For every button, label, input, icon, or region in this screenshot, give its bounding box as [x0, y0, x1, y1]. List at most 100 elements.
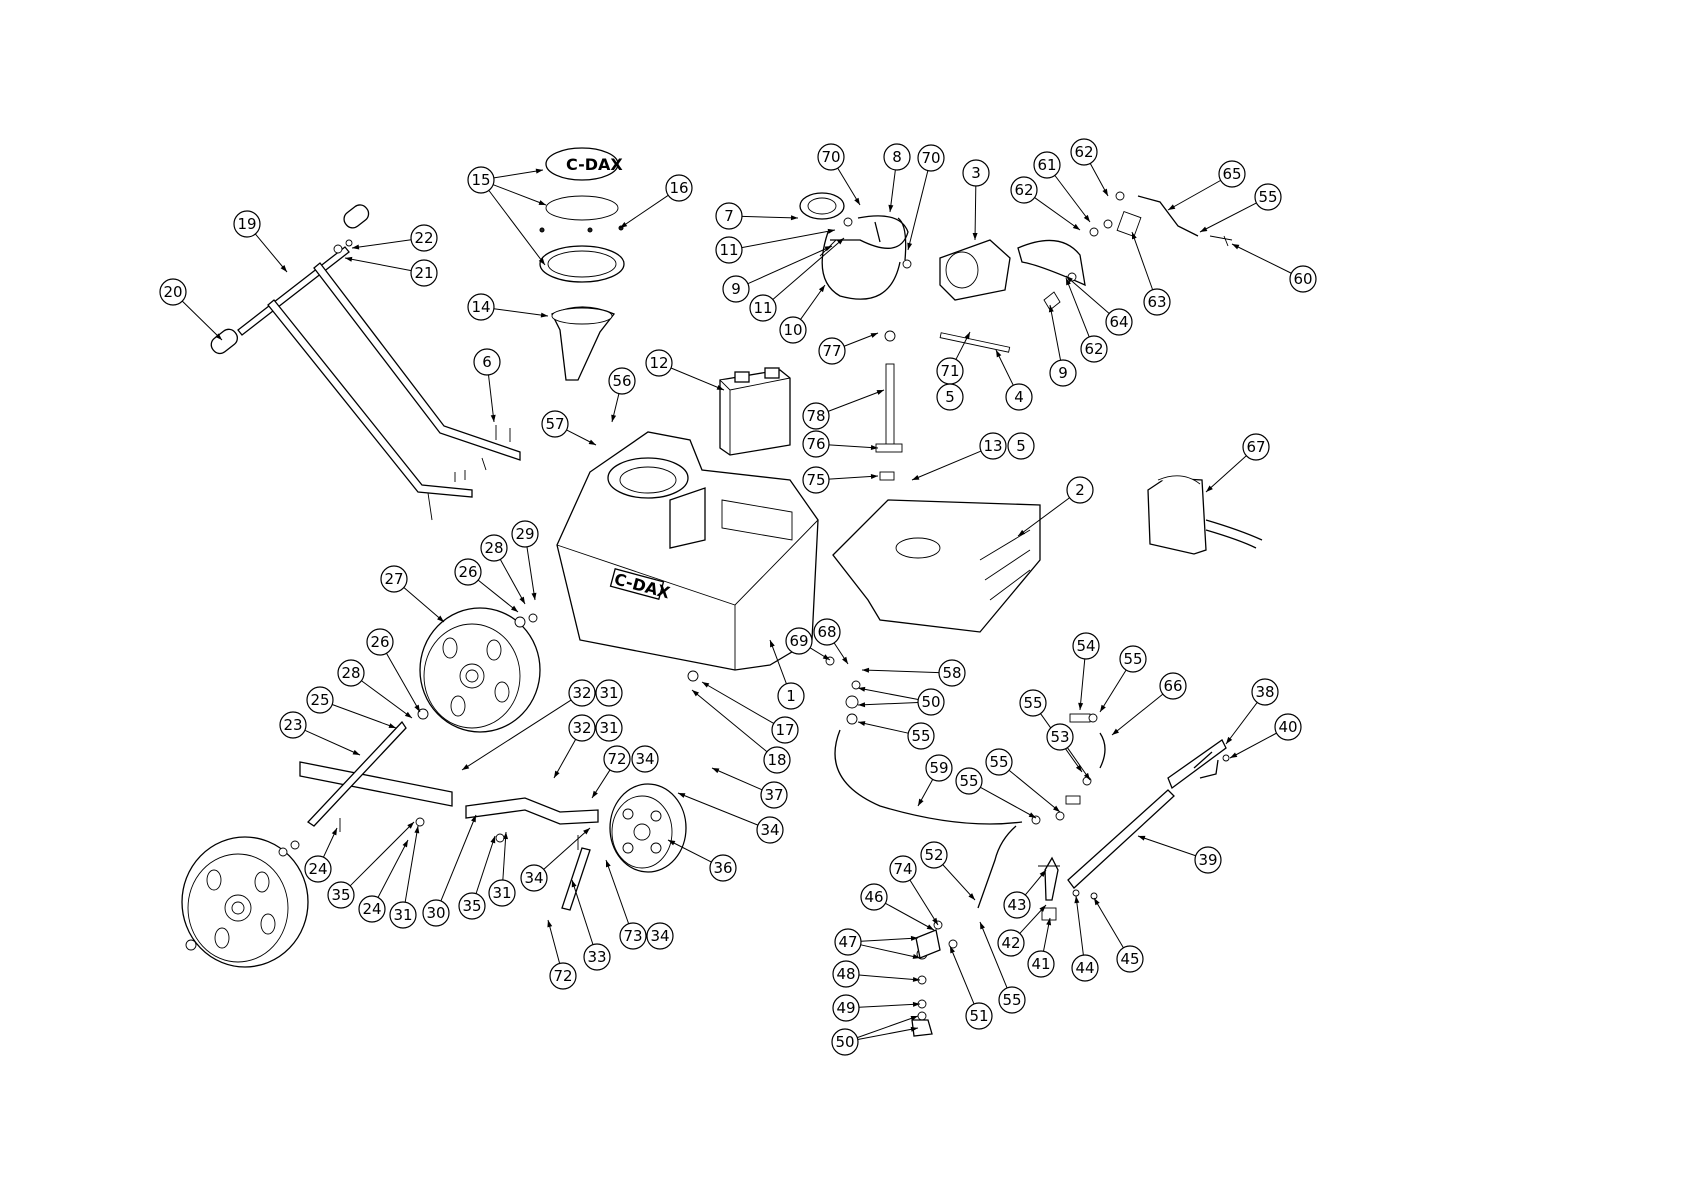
hopper-tank: C-DAX: [556, 431, 819, 682]
leader-arrowhead: [1100, 704, 1106, 712]
callout-circle: [763, 746, 791, 774]
leader-line-14: [493, 308, 549, 317]
leader-line-9: [747, 245, 833, 285]
leader-arrowhead: [1200, 226, 1208, 232]
callout-circle: [832, 960, 860, 988]
leader-line-24: [377, 839, 409, 898]
callout-62: 62: [1010, 176, 1038, 204]
callout-number: 15: [471, 171, 490, 189]
callout-circle: [568, 679, 596, 707]
callout-38: 38: [1251, 678, 1279, 706]
callout-circle: [985, 748, 1013, 776]
callout-number: 62: [1084, 340, 1103, 358]
callout-circle: [907, 722, 935, 750]
callout-circle: [756, 816, 784, 844]
leader-arrowhead: [1168, 204, 1176, 210]
leader-line-31: [502, 831, 507, 881]
leader-arrowhead: [854, 197, 860, 205]
callout-circle: [965, 1002, 993, 1030]
callout-number: 77: [822, 342, 841, 360]
callout-circle: [1019, 689, 1047, 717]
leader-line-27: [403, 587, 445, 623]
callout-number: 11: [753, 299, 772, 317]
leader-arrowhead: [870, 473, 878, 479]
leader-arrowhead: [932, 917, 938, 925]
leader-line-55: [1199, 202, 1257, 233]
leader-line-44: [1075, 895, 1084, 956]
callout-number: 40: [1278, 718, 1297, 736]
callout-circle: [366, 628, 394, 656]
leader-arrowhead: [964, 332, 970, 340]
callout-number: 59: [929, 759, 948, 777]
callout-number: 34: [524, 869, 543, 887]
callout-31: 31: [595, 679, 623, 707]
callout-circle: [454, 558, 482, 586]
callout-9: 9: [722, 275, 750, 303]
callout-69: 69: [785, 627, 813, 655]
leader-arrowhead: [388, 723, 396, 728]
callout-circle: [389, 901, 417, 929]
callout-circle: [1049, 359, 1077, 387]
callout-circle: [936, 383, 964, 411]
leader-line-37: [711, 767, 763, 791]
leader-arrowhead: [352, 749, 360, 755]
callout-number: 33: [587, 948, 606, 966]
leader-line-50: [857, 702, 919, 706]
callout-72: 72: [549, 962, 577, 990]
leader-line-55: [979, 921, 1008, 989]
leader-line-34: [677, 792, 759, 826]
leader-arrowhead: [414, 826, 420, 834]
wheel-small: [609, 783, 687, 873]
callout-circle: [511, 520, 539, 548]
callout-number: 31: [599, 719, 618, 737]
callout-number: 68: [817, 623, 836, 641]
callout-circle: [380, 565, 408, 593]
controller: [1147, 475, 1263, 555]
callout-number: 66: [1163, 677, 1182, 695]
callout-number: 56: [612, 372, 631, 390]
callout-number: 35: [331, 886, 350, 904]
callout-number: 29: [515, 525, 534, 543]
callout-24: 24: [304, 855, 332, 883]
callout-number: 26: [370, 633, 389, 651]
leader-line-64: [1065, 275, 1110, 314]
callout-circle: [883, 143, 911, 171]
callout-circle: [1159, 672, 1187, 700]
callout-number: 18: [767, 751, 786, 769]
callout-number: 76: [806, 435, 825, 453]
callout-10: 10: [779, 316, 807, 344]
callout-60: 60: [1289, 265, 1317, 293]
leader-arrowhead: [620, 222, 628, 228]
leader-arrowhead: [1039, 870, 1046, 877]
leader-arrowhead: [490, 414, 496, 422]
leader-line-50: [857, 1015, 919, 1039]
callout-6: 6: [473, 348, 501, 376]
callout-66: 66: [1159, 672, 1187, 700]
leader-arrowhead: [583, 828, 590, 835]
leader-arrowhead: [402, 840, 408, 848]
leader-arrowhead: [996, 350, 1002, 358]
leader-line-30: [440, 814, 477, 902]
callout-circle: [467, 166, 495, 194]
leader-arrowhead: [471, 815, 476, 823]
callout-73: 73: [619, 922, 647, 950]
callout-number: 31: [492, 884, 511, 902]
leader-arrowhead: [535, 168, 543, 174]
callout-circle: [979, 432, 1007, 460]
callout-number: 55: [1258, 188, 1277, 206]
callout-31: 31: [595, 714, 623, 742]
callout-59: 59: [925, 754, 953, 782]
leader-arrowhead: [822, 654, 830, 660]
callout-number: 49: [836, 999, 855, 1017]
callout-20: 20: [159, 278, 187, 306]
callout-circle: [779, 316, 807, 344]
callout-31: 31: [389, 901, 417, 929]
callout-number: 55: [911, 727, 930, 745]
callout-7: 7: [715, 202, 743, 230]
callout-number: 61: [1037, 156, 1056, 174]
leader-arrowhead: [605, 860, 611, 868]
leader-arrowhead: [462, 764, 470, 770]
leader-arrowhead: [926, 924, 934, 930]
callout-circle: [1105, 308, 1133, 336]
callout-35: 35: [327, 881, 355, 909]
